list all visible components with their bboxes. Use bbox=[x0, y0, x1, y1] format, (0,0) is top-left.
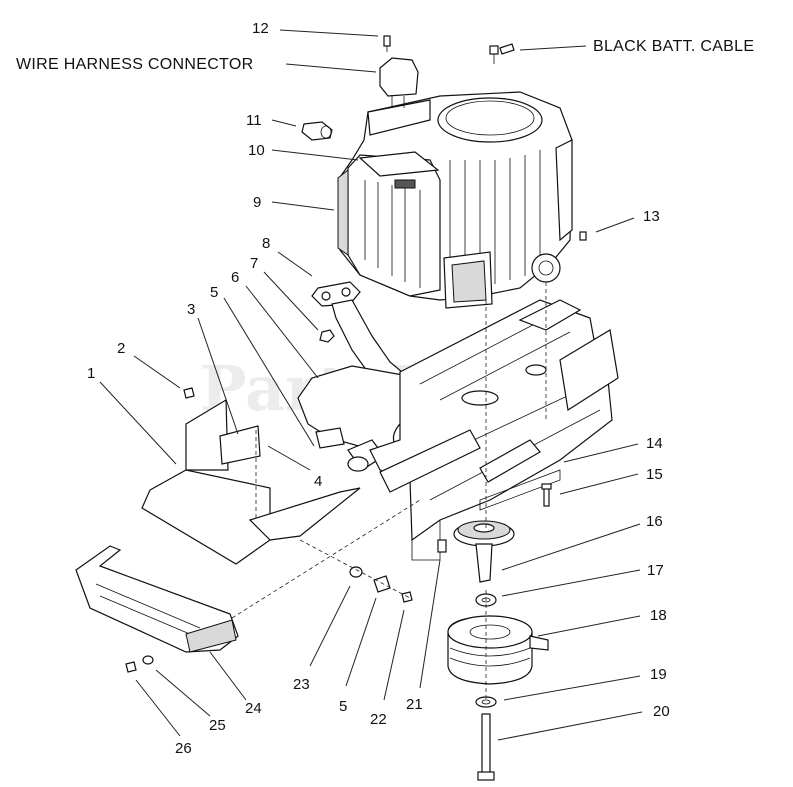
callout-14: 14 bbox=[646, 435, 663, 452]
engine bbox=[337, 91, 573, 309]
callout-6: 6 bbox=[231, 269, 239, 286]
callout-19: 19 bbox=[650, 666, 667, 683]
callout-20: 20 bbox=[653, 703, 670, 720]
mower-frame bbox=[369, 299, 619, 561]
washer-19 bbox=[475, 696, 497, 708]
callout-4: 4 bbox=[314, 473, 322, 490]
callout-22: 22 bbox=[370, 711, 387, 728]
callout-16: 16 bbox=[646, 513, 663, 530]
deflector-24 bbox=[75, 545, 239, 653]
callout-13: 13 bbox=[643, 208, 660, 225]
callout-18: 18 bbox=[650, 607, 667, 624]
clutch-18 bbox=[447, 615, 549, 685]
callout-17: 17 bbox=[647, 562, 664, 579]
muffler-tailpipe bbox=[347, 439, 385, 472]
shield-part-1 bbox=[141, 398, 361, 565]
callout-25: 25 bbox=[209, 717, 226, 734]
washer-25 bbox=[142, 655, 154, 665]
pulley-16 bbox=[453, 520, 515, 583]
callout-5-upper: 5 bbox=[210, 284, 218, 301]
callout-5-lower: 5 bbox=[339, 698, 347, 715]
callout-3: 3 bbox=[187, 301, 195, 318]
nut-part-2 bbox=[183, 387, 195, 399]
nut-part-7 bbox=[319, 329, 335, 343]
callout-21: 21 bbox=[406, 696, 423, 713]
exhaust-gasket-8 bbox=[311, 281, 361, 307]
callout-7: 7 bbox=[250, 255, 258, 272]
callout-1: 1 bbox=[87, 365, 95, 382]
callout-10: 10 bbox=[248, 142, 265, 159]
wire-harness-connector bbox=[379, 57, 419, 108]
label-wire-harness-connector: WIRE HARNESS CONNECTOR bbox=[16, 56, 253, 73]
bracket-part-5 bbox=[315, 427, 345, 449]
callout-24: 24 bbox=[245, 700, 262, 717]
callout-8: 8 bbox=[262, 235, 270, 252]
callout-11: 11 bbox=[246, 112, 262, 129]
battery-cable-bolt bbox=[489, 43, 515, 64]
callout-12: 12 bbox=[252, 20, 269, 37]
bolt-part-15 bbox=[541, 483, 552, 507]
callout-2: 2 bbox=[117, 340, 125, 357]
callout-23: 23 bbox=[293, 676, 310, 693]
nut-part-26 bbox=[125, 661, 137, 673]
bolt-part-13 bbox=[579, 231, 587, 241]
parts-23-5-22 bbox=[349, 566, 413, 603]
bolt-part-12 bbox=[383, 35, 391, 52]
callout-26: 26 bbox=[175, 740, 192, 757]
switch-part-11 bbox=[301, 121, 333, 141]
callout-9: 9 bbox=[253, 194, 261, 211]
leader-lines bbox=[99, 29, 643, 741]
callout-numbers: 12 11 10 9 8 7 6 5 3 2 1 4 13 14 15 16 1… bbox=[87, 20, 670, 757]
bolt-part-21 bbox=[437, 539, 447, 553]
bolt-part-20 bbox=[477, 713, 495, 781]
callout-15: 15 bbox=[646, 466, 663, 483]
label-black-batt-cable: BLACK BATT. CABLE bbox=[593, 38, 754, 55]
